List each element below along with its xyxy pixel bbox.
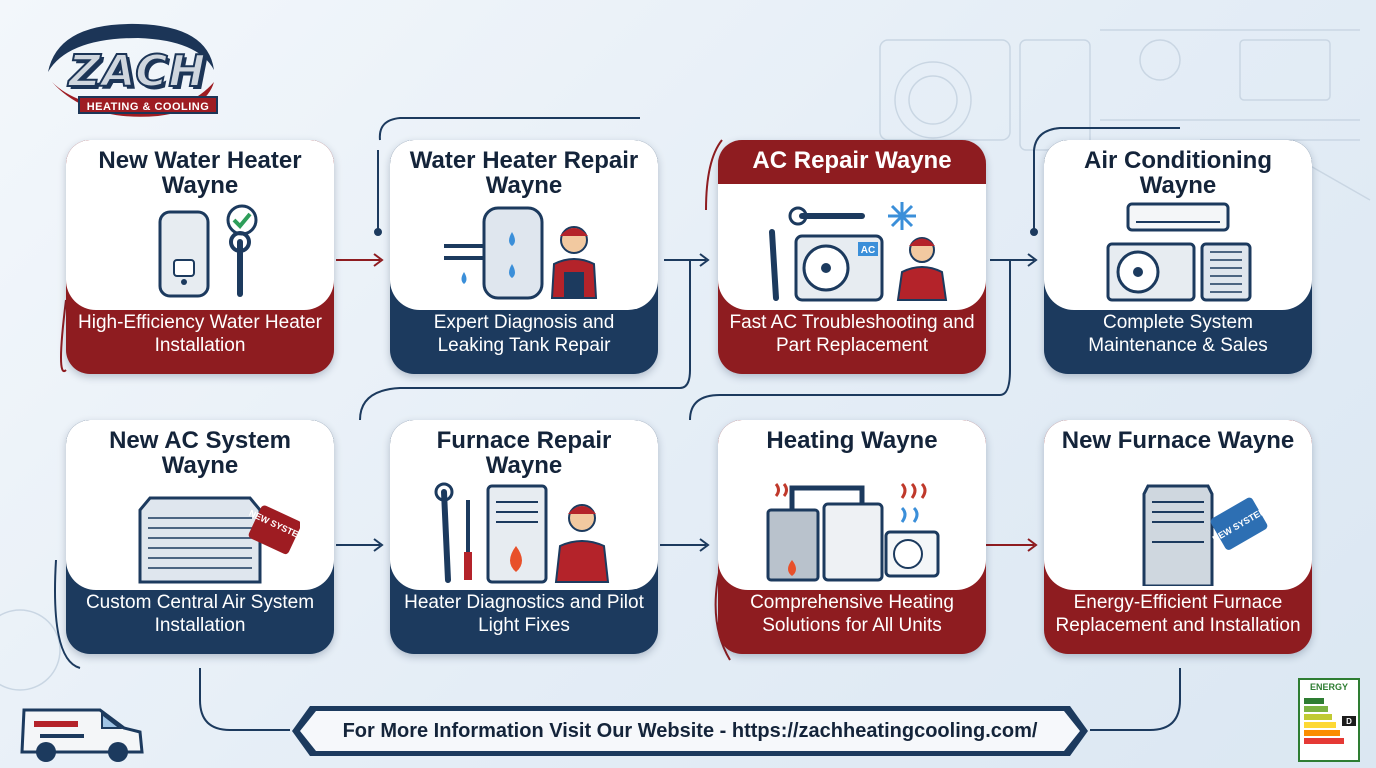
card-title: Air Conditioning Wayne [1084, 147, 1272, 199]
furnace-repair-icon [434, 482, 610, 584]
logo-tagline: HEATING & COOLING [78, 96, 218, 114]
service-card-new-water-heater[interactable]: New Water Heater Wayne High-Efficiency W… [66, 140, 334, 374]
service-van-icon [20, 708, 144, 762]
website-link[interactable]: For More Information Visit Our Website -… [342, 720, 1038, 742]
service-card-ac-repair[interactable]: AC Repair Wayne AC Fast AC Troubleshooti… [718, 140, 986, 374]
card-title: New Furnace Wayne [1061, 427, 1295, 454]
ac-label: AC [861, 245, 875, 256]
card-description: High-Efficiency Water Heater Installatio… [78, 312, 322, 356]
card-description: Comprehensive Heating Solutions for All … [750, 592, 954, 636]
website-banner[interactable]: For More Information Visit Our Website -… [290, 704, 1090, 758]
service-card-heating[interactable]: Heating Wayne Comprehensive Heating Solu… [718, 420, 986, 654]
water-tank-repair-icon [444, 206, 598, 300]
card-header-band [718, 140, 986, 184]
card-title: Furnace Repair Wayne [436, 427, 612, 479]
ac-repair-icon: AC [769, 202, 948, 302]
energy-bars-icon: ENERGY D [1298, 678, 1360, 762]
card-description: Energy-Efficient Furnace Replacement and… [1055, 592, 1301, 636]
card-title: Water Heater Repair Wayne [409, 147, 639, 199]
card-description: Complete System Maintenance & Sales [1088, 312, 1268, 356]
service-card-water-heater-repair[interactable]: Water Heater Repair Wayne Expert Diagnos… [390, 140, 658, 374]
banner-frame [292, 706, 1088, 756]
service-card-new-ac-system[interactable]: New AC System Wayne NEW SYSTEM Custom Ce… [66, 420, 334, 654]
air-conditioning-icon [1106, 202, 1252, 302]
new-furnace-icon: NEW SYSTEM [1142, 484, 1268, 586]
water-heater-icon [158, 204, 258, 298]
energy-title: ENERGY [1310, 682, 1348, 692]
card-title: AC Repair Wayne [752, 147, 952, 174]
service-card-new-furnace[interactable]: New Furnace Wayne NEW SYSTEM Energy-Effi… [1044, 420, 1312, 654]
logo-wordmark: ZACH [68, 45, 207, 98]
card-description: Fast AC Troubleshooting and Part Replace… [729, 312, 975, 356]
card-title: New Water Heater Wayne [98, 147, 302, 199]
service-card-air-conditioning[interactable]: Air Conditioning Wayne Complete System M… [1044, 140, 1312, 374]
company-logo: ZACH HEATING & COOLING [28, 12, 218, 130]
ac-unit-icon: NEW SYSTEM [138, 496, 300, 584]
card-description: Heater Diagnostics and Pilot Light Fixes [404, 592, 644, 636]
service-card-furnace-repair[interactable]: Furnace Repair Wayne Heater Diagnostics … [390, 420, 658, 654]
heating-system-icon [766, 482, 940, 582]
energy-rating-label: ENERGY D [1298, 678, 1360, 762]
card-title: New AC System Wayne [109, 427, 291, 479]
card-description: Expert Diagnosis and Leaking Tank Repair [433, 312, 615, 356]
energy-grade: D [1346, 717, 1352, 726]
card-title: Heating Wayne [766, 427, 938, 454]
card-description: Custom Central Air System Installation [85, 592, 315, 636]
